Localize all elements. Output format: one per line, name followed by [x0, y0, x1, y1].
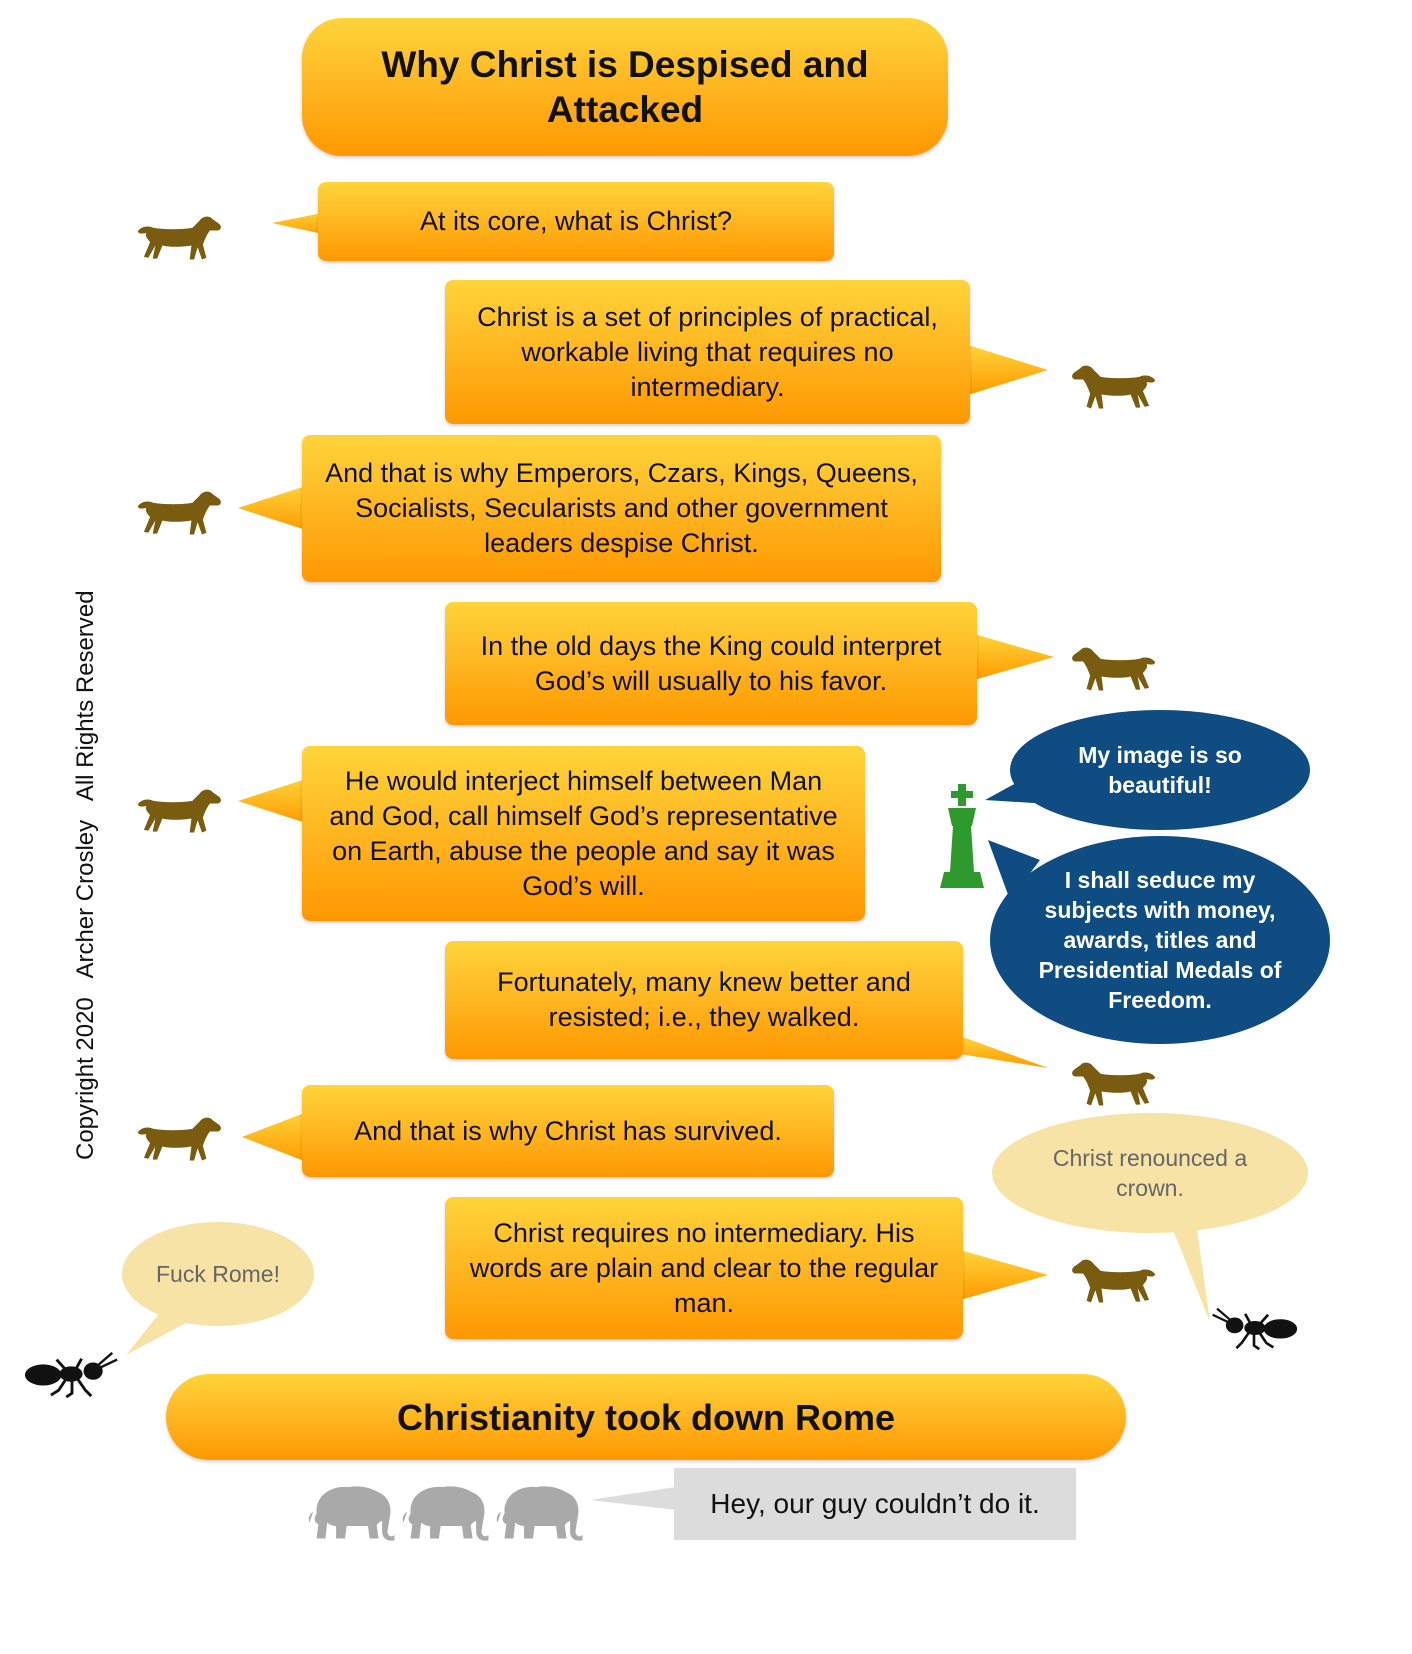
title-box: Why Christ is Despised and Attacked [302, 18, 948, 156]
dog-icon [137, 491, 221, 535]
elephant-icon [402, 1486, 489, 1541]
dog-icon [137, 216, 221, 260]
ant-icon [1211, 1307, 1299, 1350]
dialog-box-2: Christ is a set of principles of practic… [445, 280, 970, 424]
king-bubble-2: I shall seduce my subjects with money, a… [1015, 860, 1305, 1020]
dialog-box-5: He would interject himself between Man a… [302, 746, 865, 921]
banner-text: Christianity took down Rome [396, 1396, 896, 1438]
speech-pointer [242, 1110, 312, 1164]
dialog-text-8: Christ requires no intermediary. His wor… [469, 1217, 939, 1318]
dialog-box-4: In the old days the King could interpret… [445, 602, 977, 725]
dialog-text-5: He would interject himself between Man a… [329, 765, 838, 901]
dialog-text-1: At its core, what is Christ? [419, 206, 733, 236]
page-title: Why Christ is Despised and Attacked [381, 44, 869, 130]
elephant-icon [308, 1486, 395, 1541]
dialog-text-6: Fortunately, many knew better and resist… [497, 967, 911, 1032]
dog-icon [1072, 365, 1156, 409]
ant-icon [24, 1351, 119, 1398]
elephant-icon [496, 1486, 583, 1541]
ant-bubble-left-text: Fuck Rome! [156, 1261, 280, 1287]
dog-icon [137, 1117, 221, 1161]
dialog-box-1: At its core, what is Christ? [318, 182, 834, 261]
copyright-text: Copyright 2020 Archer Crosley All Rights… [72, 590, 99, 1160]
speech-pointer [974, 634, 1054, 680]
speech-pointer [968, 345, 1048, 395]
dog-icon [137, 789, 221, 833]
speech-pointer [238, 484, 312, 532]
dialog-text-3: And that is why Emperors, Czars, Kings, … [325, 458, 918, 558]
dialog-box-7: And that is why Christ has survived. [302, 1085, 834, 1177]
king-bubble-1-text: My image is so beautiful! [1078, 742, 1242, 798]
ant-bubble-right-text: Christ renounced a crown. [1052, 1145, 1248, 1201]
dog-icon [1072, 1062, 1156, 1106]
speech-pointer [960, 1250, 1048, 1300]
king-bubble-2-shape [988, 836, 1330, 1044]
dialog-box-3: And that is why Emperors, Czars, Kings, … [302, 435, 941, 582]
ant-bubble-right-shape [992, 1113, 1308, 1322]
speech-pointer [272, 211, 332, 236]
ant-bubble-left: Fuck Rome! [128, 1248, 308, 1300]
elephant-quote-pointer [590, 1487, 676, 1510]
king-bubble-2-text: I shall seduce my subjects with money, a… [1038, 867, 1282, 1013]
banner-box: Christianity took down Rome [166, 1374, 1126, 1460]
king-bubble-1: My image is so beautiful! [1030, 728, 1290, 812]
dialog-box-8: Christ requires no intermediary. His wor… [445, 1197, 963, 1339]
dialog-text-2: Christ is a set of principles of practic… [477, 301, 938, 402]
ant-bubble-right: Christ renounced a crown. [1040, 1135, 1260, 1211]
dog-icon [1072, 647, 1156, 691]
elephant-quote-text: Hey, our guy couldn’t do it. [710, 1488, 1040, 1519]
speech-pointer [960, 1036, 1048, 1068]
dialog-text-7: And that is why Christ has survived. [354, 1115, 782, 1146]
ant-bubble-left-shape [122, 1222, 314, 1355]
elephant-quote-box: Hey, our guy couldn’t do it. [674, 1468, 1076, 1540]
dog-icon [1072, 1259, 1156, 1303]
dialog-text-4: In the old days the King could interpret… [480, 630, 942, 696]
speech-pointer [238, 777, 312, 825]
king-bubble-1-shape [985, 710, 1310, 830]
king-chess-piece-icon [940, 784, 984, 888]
dialog-box-6: Fortunately, many knew better and resist… [445, 941, 963, 1059]
